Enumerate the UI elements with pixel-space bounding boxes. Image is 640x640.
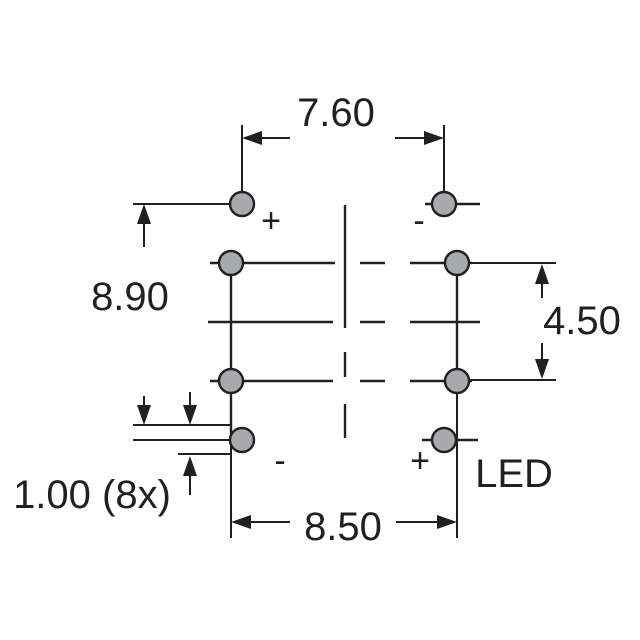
bottom-dim-arrow-left xyxy=(231,515,251,529)
polarity-top-right: - xyxy=(413,202,424,240)
pin-bottom-left xyxy=(228,426,256,454)
polarity-top-left: + xyxy=(261,202,281,240)
pin-row1-right xyxy=(443,249,471,277)
pin-top-right xyxy=(430,190,458,218)
pin-dim-right-top-arrow xyxy=(183,405,197,425)
left-dim-arrow xyxy=(137,204,151,224)
pin-dim-left-arrow xyxy=(137,405,151,425)
pin-bottom-right xyxy=(430,426,458,454)
polarity-bottom-right: + xyxy=(410,442,430,480)
pin-row3-right xyxy=(443,367,471,395)
right-height-label: 4.50 xyxy=(543,299,621,343)
pin-row3-left xyxy=(217,367,245,395)
led-label: LED xyxy=(475,452,553,496)
right-dim-arrow-top xyxy=(535,264,549,284)
top-width-label: 7.60 xyxy=(297,91,375,135)
polarity-bottom-left: - xyxy=(274,442,285,480)
pin-row1-left xyxy=(217,249,245,277)
top-dim-arrow-left xyxy=(242,131,262,145)
pin-top-left xyxy=(228,190,256,218)
pin-diameter-label: 1.00 (8x) xyxy=(13,473,171,517)
left-height-label: 8.90 xyxy=(91,275,169,319)
top-dim-arrow-right xyxy=(424,131,444,145)
bottom-dim-arrow-right xyxy=(437,515,457,529)
bottom-width-label: 8.50 xyxy=(304,505,382,549)
right-dim-arrow-bottom xyxy=(535,359,549,379)
pin-dim-right-bottom-arrow xyxy=(183,456,197,476)
